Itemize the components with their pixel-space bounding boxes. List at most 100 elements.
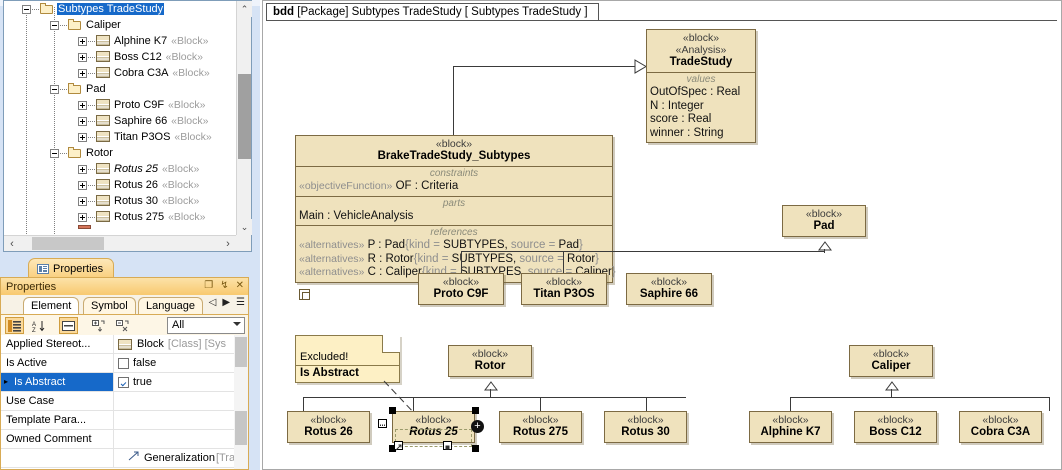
property-name-text: Template Para... <box>6 414 87 426</box>
expand-icon[interactable] <box>78 100 87 110</box>
block-proto-c9f[interactable]: «block» Proto C9F <box>418 273 504 305</box>
property-value[interactable]: true <box>114 373 248 391</box>
collapse-icon[interactable] <box>50 84 59 94</box>
tree-item-proto-c9f[interactable]: Proto C9F «Block» <box>4 97 236 113</box>
tree-scroll-right-button[interactable]: › <box>226 237 230 250</box>
tree-item-alphine-k7[interactable]: Alphine K7 «Block» <box>4 33 236 49</box>
tree-item-rotus-25[interactable]: Rotus 25 «Block» <box>4 161 236 177</box>
block-tradestudy[interactable]: «block» «Analysis» TradeStudy values Out… <box>646 29 756 143</box>
tree-item-boss-c12[interactable]: Boss C12 «Block» <box>4 49 236 65</box>
tree-item-pad[interactable]: Pad <box>4 81 236 97</box>
tab-symbol[interactable]: Symbol <box>83 297 136 314</box>
block-alphine-k7[interactable]: «block» Alphine K7 <box>749 411 832 443</box>
collapse-icon[interactable] <box>22 4 31 14</box>
block-rotus-275[interactable]: «block» Rotus 275 <box>499 411 582 443</box>
expand-all-icon[interactable] <box>89 317 108 334</box>
property-value[interactable] <box>114 430 248 448</box>
expand-icon[interactable] <box>78 132 87 142</box>
expand-icon[interactable] <box>78 116 87 126</box>
tree-scroll-left-button[interactable]: ‹ <box>10 237 14 250</box>
close-icon[interactable]: ✕ <box>235 280 244 291</box>
expand-icon[interactable] <box>78 52 87 62</box>
relation-shortcut-handle[interactable] <box>394 441 403 451</box>
tab-element[interactable]: Element <box>23 297 80 314</box>
resize-handle-se[interactable] <box>472 445 479 452</box>
block-rotus-30[interactable]: «block» Rotus 30 <box>604 411 687 443</box>
properties-grid-scroll-thumb-top[interactable] <box>235 337 247 367</box>
checkbox-icon[interactable] <box>118 357 129 369</box>
tree-item-rotus-275[interactable]: Rotus 275 «Block» <box>4 209 236 225</box>
collapse-icon[interactable] <box>50 148 59 158</box>
property-value[interactable] <box>114 411 248 429</box>
property-row[interactable]: Generalization[Tra <box>1 449 248 468</box>
tree-scroll-up-button[interactable]: ⌃ <box>237 1 252 17</box>
block-boss-c12[interactable]: «block» Boss C12 <box>854 411 937 443</box>
tree-item-rotus-30[interactable]: Rotus 30 «Block» <box>4 193 236 209</box>
property-row[interactable]: Template Para... <box>1 411 248 430</box>
properties-grid-scroll-thumb[interactable] <box>235 411 247 445</box>
properties-panel-tab[interactable]: Properties <box>28 258 115 278</box>
tree-horizontal-scrollbar[interactable]: ‹ › <box>4 235 236 251</box>
block-braketradestudy-subtypes[interactable]: «block» BrakeTradeStudy_Subtypes constra… <box>295 135 616 283</box>
expand-icon[interactable] <box>78 180 87 190</box>
block-pad[interactable]: «block» Pad <box>782 205 866 237</box>
properties-grid-scrollbar[interactable] <box>234 335 248 469</box>
tab-language[interactable]: Language <box>138 297 203 314</box>
tree-item-subtypes-tradestudy[interactable]: Subtypes TradeStudy <box>4 1 236 17</box>
collapse-icon[interactable] <box>50 20 59 30</box>
property-value[interactable] <box>114 392 248 410</box>
resize-handle-ne[interactable] <box>472 407 479 414</box>
block-rotus-26[interactable]: «block» Rotus 26 <box>287 411 370 443</box>
pin-icon[interactable]: ↯ <box>220 280 229 291</box>
block-titan-p3os[interactable]: «block» Titan P3OS <box>521 273 607 305</box>
tree-item-rotor[interactable]: Rotor <box>4 145 236 161</box>
tree-item-partial[interactable] <box>78 225 91 229</box>
tree-scroll-thumb[interactable] <box>238 74 251 159</box>
checkbox-icon[interactable] <box>118 376 129 388</box>
tree-vertical-scrollbar[interactable]: ⌃ ⌄ <box>236 1 252 235</box>
compartment-toggle-icon[interactable] <box>299 289 310 300</box>
compartment-edit-handle[interactable] <box>378 419 387 428</box>
tree-item-rotus-26[interactable]: Rotus 26 «Block» <box>4 177 236 193</box>
add-element-button[interactable]: + <box>471 420 484 433</box>
property-row[interactable]: Applied Stereot...Block[Class] [Sys <box>1 335 248 354</box>
block-caliper[interactable]: «block» Caliper <box>849 345 933 377</box>
block-saphire-66[interactable]: «block» Saphire 66 <box>626 273 712 305</box>
show-description-icon[interactable] <box>59 317 78 334</box>
float-window-icon[interactable]: ❐ <box>204 280 214 291</box>
tab-list-icon[interactable]: ☰ <box>236 297 245 308</box>
tree-hscroll-thumb[interactable] <box>32 237 104 250</box>
comment-note-excluded[interactable]: Excluded! Is Abstract <box>295 335 400 383</box>
collapse-all-icon[interactable] <box>113 317 132 334</box>
property-row[interactable]: Use Case <box>1 392 248 411</box>
expand-icon[interactable] <box>78 212 87 222</box>
tree-item-saphire-66[interactable]: Saphire 66 «Block» <box>4 113 236 129</box>
property-value[interactable]: Generalization[Tra <box>114 449 248 467</box>
tree-item-titan-p3os[interactable]: Titan P3OS «Block» <box>4 129 236 145</box>
property-value[interactable]: false <box>114 354 248 372</box>
expand-icon[interactable] <box>78 196 87 206</box>
expand-icon[interactable] <box>78 68 87 78</box>
diagram-canvas[interactable]: bdd [Package] Subtypes TradeStudy [ Subt… <box>262 0 1062 470</box>
property-value[interactable]: Block[Class] [Sys <box>114 335 248 353</box>
tree-scroll-down-button[interactable]: ⌄ <box>237 219 252 235</box>
categorized-icon[interactable] <box>5 317 24 334</box>
property-row[interactable]: Owned Comment <box>1 430 248 449</box>
expand-icon[interactable] <box>78 36 87 46</box>
block-cobra-c3a[interactable]: «block» Cobra C3A <box>959 411 1042 443</box>
properties-filter-select[interactable]: All <box>167 317 245 334</box>
block-rotor[interactable]: «block» Rotor <box>448 345 532 377</box>
resize-handle-nw[interactable] <box>389 407 396 414</box>
nested-element-handle[interactable] <box>443 441 452 450</box>
tree-item-caliper[interactable]: Caliper <box>4 17 236 33</box>
next-tab-icon[interactable]: ▶ <box>222 297 231 308</box>
prev-tab-icon[interactable]: ◁ <box>208 297 217 308</box>
tree-item-cobra-c3a[interactable]: Cobra C3A «Block» <box>4 65 236 81</box>
expand-icon[interactable] <box>78 164 87 174</box>
resize-handle-sw[interactable] <box>389 445 396 452</box>
